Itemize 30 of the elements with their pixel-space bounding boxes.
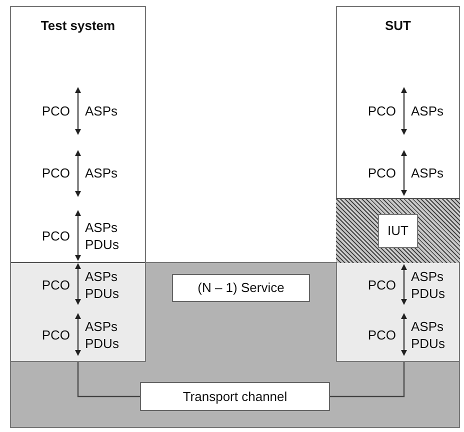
component-label: IUT [378, 214, 418, 248]
primitive-label: ASPs [85, 102, 119, 120]
primitive-label: ASPs PDUs [85, 318, 120, 352]
port-label: PCO [366, 102, 396, 120]
column-heading: SUT [384, 17, 412, 35]
connector-line [77, 362, 140, 398]
primitive-label: ASPs PDUs [85, 268, 120, 302]
box-label: (N – 1) Service [198, 279, 284, 298]
service-box [172, 274, 310, 302]
box-label: Transport channel [182, 388, 288, 406]
service-box [140, 382, 330, 411]
column-heading: Test system [40, 17, 116, 35]
primitive-label: ASPs [85, 164, 119, 182]
port-label: PCO [40, 164, 70, 182]
system-column [336, 6, 460, 362]
primitive-label: ASPs PDUs [411, 268, 446, 302]
port-label: PCO [366, 276, 396, 294]
system-column [10, 6, 146, 362]
primitive-label: ASPs [411, 102, 445, 120]
primitive-label: ASPs PDUs [411, 318, 446, 352]
port-label: PCO [366, 164, 396, 182]
port-label: PCO [40, 102, 70, 120]
port-label: PCO [40, 326, 70, 344]
port-label: PCO [40, 228, 70, 244]
primitive-label: ASPs PDUs [85, 219, 120, 253]
connector-line [330, 362, 405, 398]
primitive-label: ASPs [411, 164, 445, 182]
port-label: PCO [40, 276, 70, 294]
hatched-layer [336, 198, 460, 263]
port-label: PCO [366, 326, 396, 344]
